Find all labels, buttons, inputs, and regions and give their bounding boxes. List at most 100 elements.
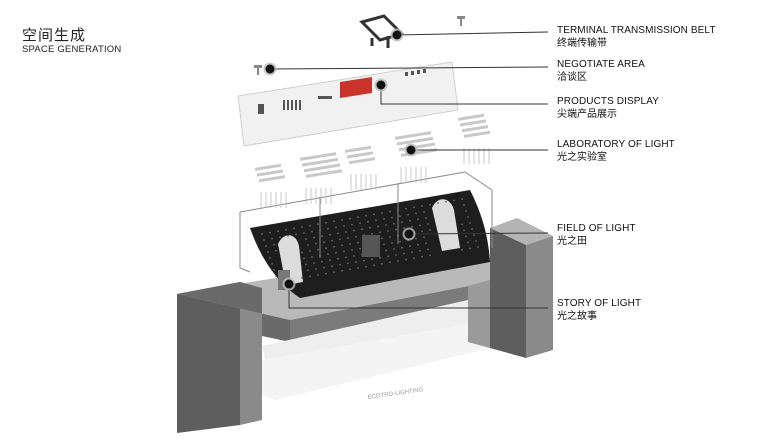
wall-dot [389,261,391,264]
panel-mark [291,100,293,110]
panel-mark [417,70,420,74]
wall-dot [287,234,289,237]
wall-dot [383,218,385,220]
wall-dot [331,265,333,268]
callout-products-display: PRODUCTS DISPLAY 尖端产品展示 [557,95,659,121]
wall-dot [269,231,271,234]
wall-dot [379,231,381,234]
wall-dot [421,255,423,258]
wall-dot [395,254,397,256]
wall-dot [343,225,345,227]
wall-dot [349,268,351,271]
wall-dot [421,230,423,233]
wall-dot [381,262,383,265]
wall-dot [303,257,305,260]
marker-dot [406,145,416,155]
wall-dot [279,236,281,239]
wall-dot [465,235,467,238]
glass-frame [239,171,493,273]
wall-dot [379,256,381,259]
leader-line [288,284,548,309]
wall-dot [323,266,325,269]
wall-dot [305,263,307,266]
right-arch-opening [432,199,460,251]
wall-dot [389,210,391,213]
wall-dot [269,257,271,259]
callout-label-en: PRODUCTS DISPLAY [557,96,659,107]
left-pillar-front [177,282,240,433]
wall-dot [399,240,401,243]
wall-dot [411,251,413,254]
wall-dot [341,269,343,272]
wall-dot [313,236,315,239]
wall-dot [321,260,323,263]
panel-mark [411,71,414,75]
wall-dot [467,241,469,244]
wall-dot [415,212,417,215]
light-bar [397,136,433,146]
light-bar [349,157,375,165]
callout-label-zh: 终端传输带 [557,38,607,49]
wall-dot [301,226,303,228]
light-bar [257,169,283,177]
inner-right-wall [468,280,490,348]
wall-dot [303,232,305,234]
wall-dot [325,272,327,275]
wall-dot [357,241,359,244]
wall-dot [419,224,421,227]
wall-dot [413,206,415,209]
panel-mark [299,100,301,110]
curved-light-wall [250,190,490,298]
wall-dot [309,275,311,278]
wall-dot [401,221,403,224]
panel-body [237,61,459,147]
panel-details [258,69,426,114]
wall-dot [337,232,339,235]
wall-dot [347,237,349,239]
wall-dot [321,235,323,238]
wall-dot [407,213,409,216]
wall-dot [307,244,309,246]
wall-dot [275,275,277,277]
light-bar [304,163,340,173]
wall-dot [271,263,273,265]
light-bar [345,145,371,153]
wall-dot [273,243,275,246]
callout-markers [263,28,418,291]
wall-dot [317,248,319,251]
wall-dot [473,234,475,236]
wall-dot [427,223,429,225]
light-bar [302,157,338,167]
callout-label-zh: 光之田 [557,236,587,247]
wall-dot [317,274,319,276]
wall-dot [467,216,469,218]
wall-dot [417,218,419,221]
wall-dot [271,237,273,240]
base-inscription: ECOTRO-LIGHTING [367,387,424,401]
wall-dot [309,224,311,227]
wall-dot [373,264,375,267]
wall-dot [393,222,395,225]
wall-dot [295,233,297,236]
wall-dot [359,247,361,250]
wall-dot [301,251,303,254]
wall-dot [463,229,465,232]
wall-dot [389,236,391,238]
wall-dot [267,251,269,253]
slab-front [177,282,290,342]
wall-dot [305,238,307,240]
wall-dot [381,237,383,240]
panel-mark [287,100,289,110]
wall-dot [419,249,421,252]
wall-dot [437,202,439,205]
callout-label-zh: 洽谈区 [557,72,587,83]
marker-dot [404,229,414,239]
wall-dot [315,268,317,270]
wall-dot [315,242,317,245]
wall-dot [423,236,425,239]
leader-line [269,66,549,70]
wall-dot [409,245,411,248]
wall-dot [311,230,313,233]
wall-dot [333,220,335,223]
